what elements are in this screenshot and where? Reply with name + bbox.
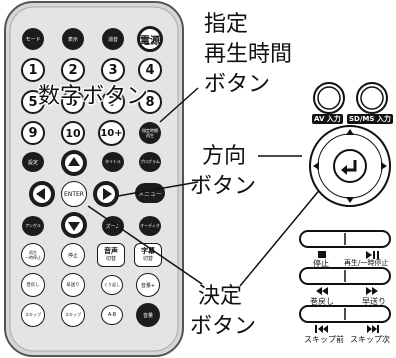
clear-button[interactable]: 消音 [102, 28, 124, 50]
volume-down-button[interactable]: 音量 [136, 303, 160, 327]
number-7-button[interactable]: 7 [101, 90, 125, 114]
direction-callout-line1: 方向 [202, 144, 247, 169]
program-button[interactable]: プログラム [139, 152, 161, 172]
enter-return-icon [345, 160, 357, 172]
menu-button[interactable]: メニュー [135, 183, 165, 203]
player-play-pause-label: 再生/一時停止 [344, 259, 389, 267]
player-rewind-label: 巻戻し [310, 297, 334, 306]
power-button[interactable]: 電源 [137, 26, 163, 52]
enter-button[interactable]: ENTER [61, 181, 87, 207]
stop-icon [318, 251, 326, 258]
enter-leader [87, 205, 203, 285]
player-down-icon [346, 197, 354, 203]
time-search-callout-line2: 再生時間 [204, 42, 293, 67]
enter-callout-line1: 決定 [198, 284, 243, 309]
player-left-icon [313, 162, 319, 170]
time-search-leader [159, 87, 199, 123]
direction-leader-2 [117, 181, 199, 197]
number-1-button[interactable]: 1 [21, 58, 45, 82]
player-fast-forward-label: 早送り [362, 297, 386, 306]
zoom-button[interactable]: ズーム [102, 216, 124, 236]
skip-next-button[interactable]: スキップ [61, 303, 85, 327]
numeric-callout: 数字ボタン [38, 84, 149, 109]
player-right-icon [381, 162, 387, 170]
skip-prev-button[interactable]: スキップ [21, 303, 45, 327]
rewind-button[interactable]: 巻戻し [21, 273, 45, 297]
angle-button[interactable]: アングル [22, 216, 44, 236]
direction-callout-line2: ボタン [190, 174, 257, 199]
number-10-button[interactable]: 10 [61, 121, 85, 145]
number-5-button[interactable]: 5 [21, 90, 45, 114]
number-3-button[interactable]: 3 [101, 58, 125, 82]
skip-prev-icon [315, 325, 317, 333]
time-search-button[interactable]: 指定時間 再生 [139, 122, 161, 144]
skip-next-icon [367, 325, 372, 333]
up-arrow-button[interactable] [61, 150, 87, 176]
number-9-button[interactable]: 9 [21, 121, 45, 145]
enter-callout-line2: ボタン [190, 314, 257, 339]
down-arrow-button[interactable] [61, 212, 87, 238]
down-arrow-icon [65, 216, 83, 234]
audio-button[interactable]: オーディオ [139, 216, 161, 236]
right-arrow-button[interactable] [93, 181, 119, 207]
player-up-icon [346, 129, 354, 135]
player-skip-prev-label: スキップ前 [304, 335, 344, 344]
play-pause-button[interactable]: 再生 一時停止 [21, 243, 45, 267]
number-2-button[interactable]: 2 [61, 58, 85, 82]
player-skip-next-label: スキップ次 [350, 335, 390, 344]
right-arrow-icon [97, 185, 115, 203]
audio-switch-button[interactable]: 音声切替 [97, 243, 125, 267]
number-8-button[interactable]: 8 [138, 90, 162, 114]
time-search-callout-line1: 指定 [204, 12, 249, 37]
ab-repeat-button[interactable]: A-B [101, 305, 123, 325]
left-arrow-icon [33, 185, 51, 203]
sd-input-label: SD/MS 入力 [347, 114, 393, 124]
mode-button[interactable]: モード [22, 28, 44, 50]
remote-control: モード 表示 消音 電源 1 2 3 4 5 6 7 8 9 10 10+ 指定… [2, 0, 188, 358]
stop-button[interactable]: 停止 [61, 243, 85, 267]
fast-forward-button[interactable]: 早送り [61, 273, 85, 297]
play-pause-icon [366, 251, 372, 259]
number-6-button[interactable]: 6 [61, 90, 85, 114]
time-search-callout-line3: ボタン [204, 72, 271, 97]
title-button[interactable]: タイトル [102, 152, 124, 172]
up-arrow-icon [65, 154, 83, 172]
player-enter-button[interactable] [333, 149, 367, 183]
repeat-button[interactable]: くり返し [101, 275, 123, 295]
number-10plus-button[interactable]: 10+ [98, 120, 125, 146]
number-4-button[interactable]: 4 [138, 58, 162, 82]
display-button[interactable]: 表示 [62, 28, 84, 50]
subtitle-switch-button[interactable]: 字幕切替 [134, 243, 162, 267]
player-stop-label: 停止 [313, 259, 329, 268]
rewind-icon [316, 287, 322, 295]
fast-forward-icon [366, 287, 372, 295]
left-arrow-button[interactable] [29, 181, 55, 207]
volume-up-button[interactable]: 音量+ [136, 273, 160, 297]
av-input-label: AV 入力 [312, 114, 343, 124]
setup-button[interactable]: 設定 [22, 152, 44, 172]
